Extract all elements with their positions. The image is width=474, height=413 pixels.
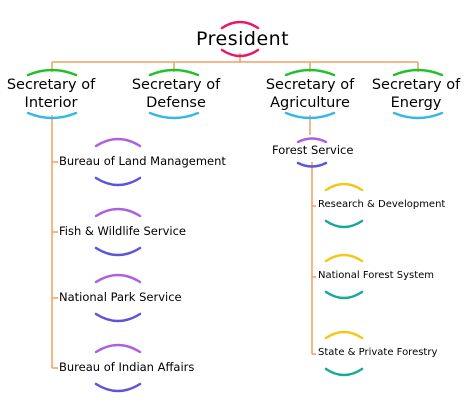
arc-secretary-bottom-2 <box>284 111 336 120</box>
secretary-energy: Secretary of Energy <box>368 76 464 112</box>
arc-unit-top-1 <box>324 253 364 263</box>
arc-secretary-top-0 <box>26 68 78 77</box>
forest-service: Forest Service <box>272 143 354 157</box>
research-development: Research & Development <box>318 199 446 210</box>
bureau-indian-affairs: Bureau of Indian Affairs <box>59 360 195 374</box>
secretary-defense-line1: Secretary of <box>131 77 221 93</box>
arc-forest-service-bottom <box>296 161 328 168</box>
secretary-defense: Secretary of Defense <box>128 76 224 112</box>
arc-bureau-top-1 <box>94 207 142 218</box>
national-park-service: National Park Service <box>59 290 182 304</box>
arc-bureau-bottom-0 <box>94 176 142 187</box>
arc-bureau-top-3 <box>94 343 142 354</box>
arc-bureau-bottom-2 <box>94 312 142 323</box>
arc-secretary-bottom-3 <box>392 111 444 120</box>
arc-bureau-bottom-3 <box>94 382 142 393</box>
fish-wildlife-service: Fish & Wildlife Service <box>59 224 187 238</box>
national-forest-system: National Forest System <box>318 270 435 281</box>
secretary-agriculture-line2: Agriculture <box>270 95 350 111</box>
arc-unit-bottom-1 <box>324 290 364 300</box>
arc-secretary-bottom-0 <box>26 111 78 120</box>
bureau-land-management: Bureau of Land Management <box>59 154 226 168</box>
state-private-forestry: State & Private Forestry <box>318 347 438 358</box>
secretary-agriculture: Secretary of Agriculture <box>262 76 358 112</box>
arc-unit-bottom-0 <box>324 219 364 229</box>
arc-secretary-top-1 <box>148 68 200 77</box>
arc-bureau-top-2 <box>94 273 142 284</box>
arc-president-top <box>220 20 260 30</box>
secretary-interior-line2: Interior <box>24 95 78 111</box>
arc-unit-bottom-2 <box>324 367 364 377</box>
secretary-defense-line2: Defense <box>146 95 206 111</box>
arc-bureau-top-0 <box>94 137 142 148</box>
president-label: President <box>196 28 290 50</box>
arc-secretary-bottom-1 <box>148 111 200 120</box>
arc-secretary-top-3 <box>392 68 444 77</box>
arc-president-bottom <box>220 48 260 58</box>
arc-bureau-bottom-1 <box>94 246 142 257</box>
arc-unit-top-0 <box>324 182 364 192</box>
arc-forest-service-top <box>296 137 328 144</box>
arc-unit-top-2 <box>324 330 364 340</box>
secretary-agriculture-line1: Secretary of <box>265 77 355 93</box>
arc-secretary-top-2 <box>284 68 336 77</box>
decorative-arcs <box>26 20 444 393</box>
secretary-interior: Secretary of Interior <box>5 76 97 112</box>
secretary-energy-line2: Energy <box>390 95 442 111</box>
secretary-energy-line1: Secretary of <box>371 77 461 93</box>
secretary-interior-line1: Secretary of <box>6 77 96 93</box>
